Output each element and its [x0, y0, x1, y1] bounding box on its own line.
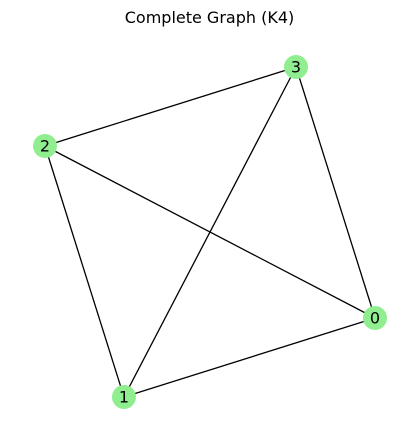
nodes-layer: 0 1 2 3: [33, 55, 387, 409]
edge-1-2: [44, 145, 125, 398]
node-1: 1: [112, 385, 136, 409]
node-circle-2: [33, 134, 57, 158]
edge-2-3: [44, 66, 297, 147]
node-2: 2: [33, 134, 57, 158]
edge-1-3: [123, 66, 297, 398]
edge-0-1: [123, 317, 376, 398]
node-0: 0: [363, 306, 387, 330]
node-circle-0: [363, 306, 387, 330]
node-circle-3: [284, 55, 308, 79]
node-3: 3: [284, 55, 308, 79]
graph-title: Complete Graph (K4): [124, 8, 295, 27]
node-label-3: 3: [291, 58, 301, 77]
edges-layer: [44, 66, 376, 398]
node-label-2: 2: [40, 137, 50, 156]
node-label-1: 1: [119, 388, 129, 407]
node-label-0: 0: [370, 309, 380, 328]
edge-0-3: [295, 66, 376, 319]
node-circle-1: [112, 385, 136, 409]
